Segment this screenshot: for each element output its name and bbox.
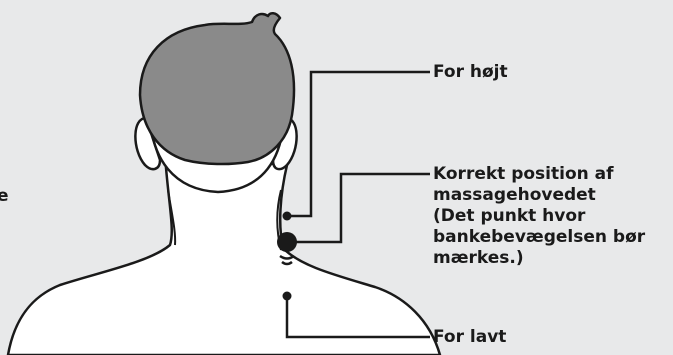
label-too-high: For højt	[433, 62, 508, 83]
label-correct-position: Korrekt position af massagehovedet (Det …	[433, 164, 645, 269]
leader-line-correct	[287, 174, 430, 242]
label-too-low: For lavt	[433, 327, 506, 348]
label-correct-line: mærkes.)	[433, 248, 645, 269]
point-too-low	[283, 292, 292, 301]
label-correct-line: massagehovedet	[433, 185, 645, 206]
point-correct	[277, 232, 297, 252]
edge-text-fragment: e	[0, 186, 9, 206]
label-correct-line: Korrekt position af	[433, 164, 645, 185]
label-correct-line: (Det punkt hvor	[433, 206, 645, 227]
hair	[140, 13, 294, 164]
label-correct-line: bankebevægelsen bør	[433, 227, 645, 248]
point-too-high	[283, 212, 292, 221]
leader-line-high	[287, 72, 430, 216]
